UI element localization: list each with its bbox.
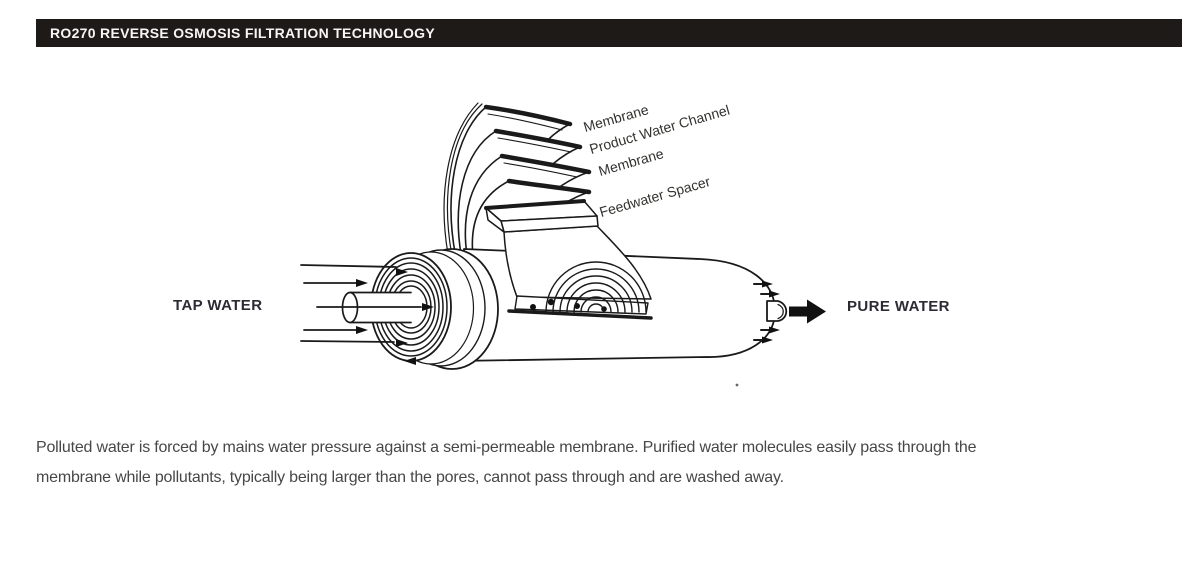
section-title: RO270 REVERSE OSMOSIS FILTRATION TECHNOL… — [50, 25, 435, 41]
label-pure-water: PURE WATER — [847, 298, 950, 315]
section-header-bar: RO270 REVERSE OSMOSIS FILTRATION TECHNOL… — [36, 19, 1182, 47]
caption-line-2: membrane while pollutants, typically bei… — [36, 469, 784, 486]
caption-line-1: Polluted water is forced by mains water … — [36, 439, 977, 456]
label-tap-water: TAP WATER — [173, 297, 263, 314]
pure-water-arrow — [789, 299, 826, 324]
caption-paragraph: Polluted water is forced by mains water … — [36, 433, 1096, 493]
reverse-osmosis-diagram: Membrane Product Water Channel Membrane … — [0, 47, 1182, 427]
feedwater-channel-shelf — [507, 295, 653, 320]
tap-water-flow-arrows — [300, 264, 434, 365]
ink-speck — [735, 383, 739, 387]
feedwater-spacer-sheet — [484, 199, 652, 300]
membrane-sheet-fan — [443, 102, 592, 265]
filter-module-illustration — [300, 102, 826, 387]
spiral-winding-arcs — [545, 261, 647, 313]
pure-water-outlet — [753, 280, 826, 344]
